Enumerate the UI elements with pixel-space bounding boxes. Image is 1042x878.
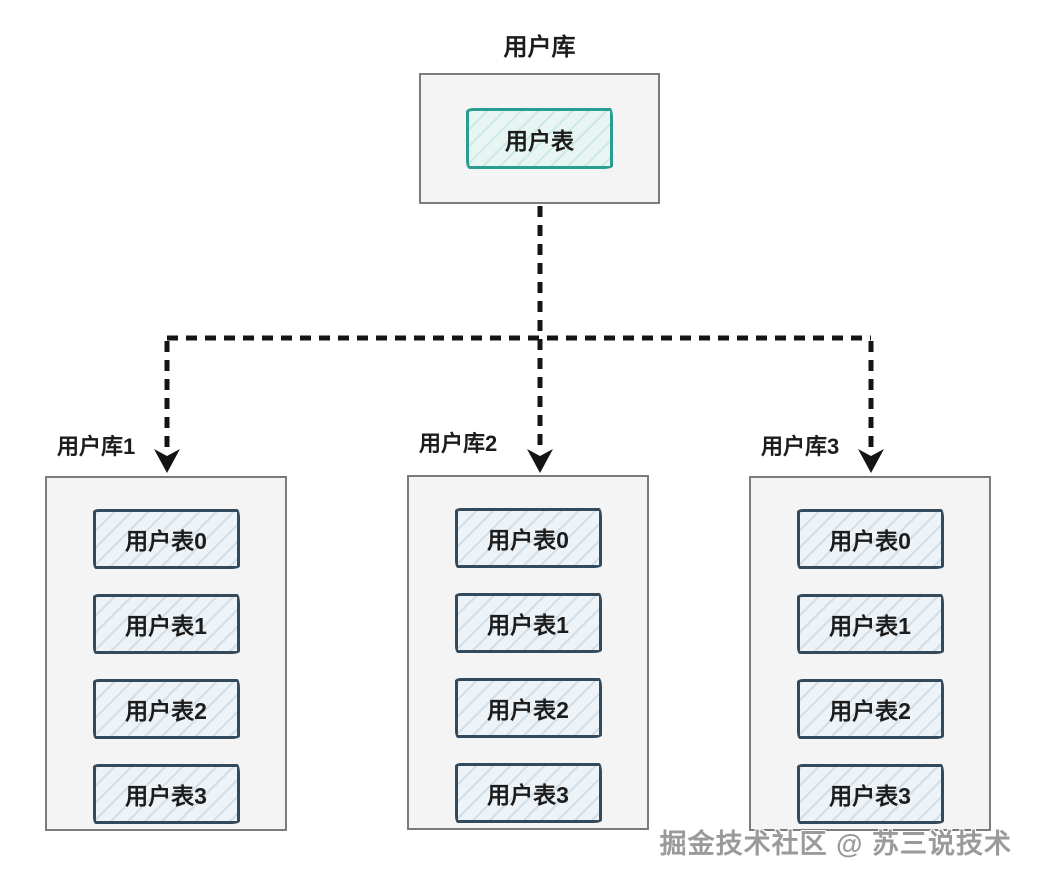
shard-3-table-1: 用户表1 — [796, 594, 944, 654]
shard-1-table-1: 用户表1 — [92, 594, 240, 654]
shard-3-table-0: 用户表0 — [796, 509, 944, 569]
shard-3-db-box: 用户表0 用户表1 用户表2 用户表3 — [749, 476, 991, 831]
shard-1-table-3: 用户表3 — [92, 764, 240, 824]
arrowhead-center-icon — [527, 449, 553, 473]
shard-2-db-box: 用户表0 用户表1 用户表2 用户表3 — [407, 475, 649, 830]
arrowhead-right-icon — [858, 449, 884, 473]
shard-2-label: 用户库2 — [419, 431, 498, 456]
shard-1-label: 用户库1 — [57, 434, 136, 459]
shard-3-label: 用户库3 — [761, 434, 840, 459]
shard-1-table-0: 用户表0 — [92, 509, 240, 569]
watermark-text: 掘金技术社区 @ 苏三说技术 — [659, 829, 1012, 859]
shard-3-table-2: 用户表2 — [796, 679, 944, 739]
root-table-box: 用户表 — [466, 108, 613, 169]
shard-1-db-box: 用户表0 用户表1 用户表2 用户表3 — [45, 476, 287, 831]
root-db-label: 用户库 — [503, 34, 576, 61]
root-db-box: 用户表 — [419, 73, 660, 204]
shard-2-table-2: 用户表2 — [454, 678, 602, 738]
shard-2-table-0: 用户表0 — [454, 508, 602, 568]
shard-2-table-1: 用户表1 — [454, 593, 602, 653]
arrowhead-left-icon — [154, 449, 180, 473]
shard-3-table-3: 用户表3 — [796, 764, 944, 824]
shard-2-table-3: 用户表3 — [454, 763, 602, 823]
shard-1-table-2: 用户表2 — [92, 679, 240, 739]
